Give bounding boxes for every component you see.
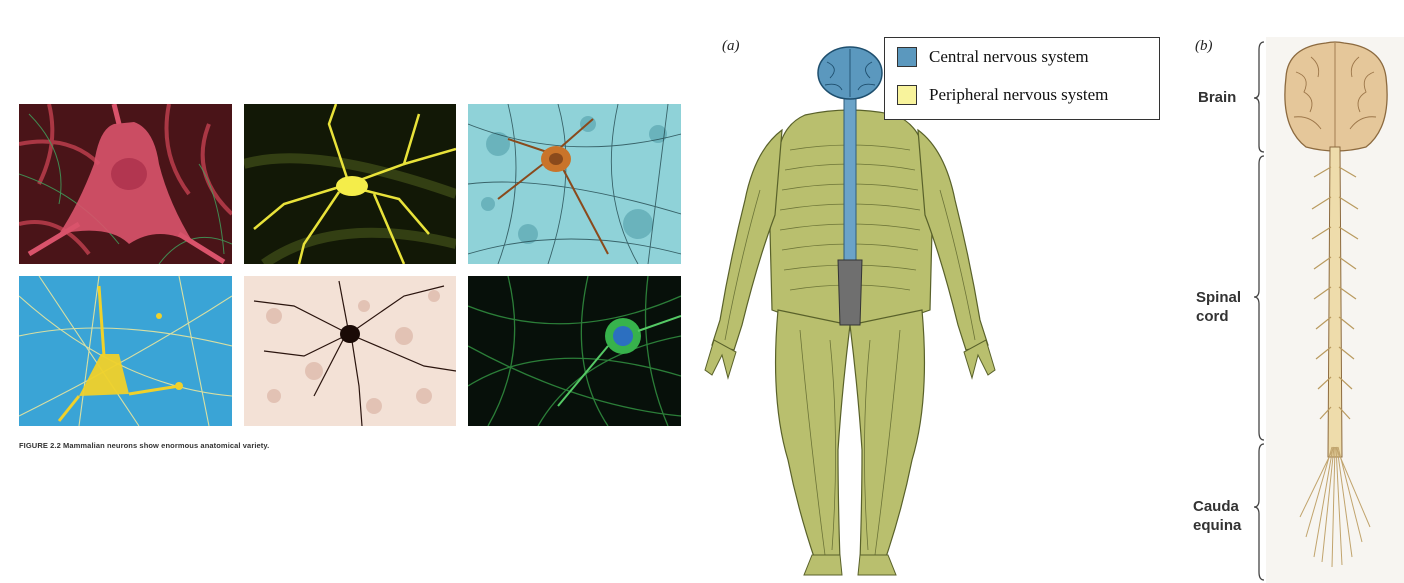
- neuron-cyan-image: [468, 104, 681, 264]
- neuron-micrograph-pink: [244, 276, 456, 426]
- brace-brain: [1253, 41, 1265, 153]
- legend: Central nervous system Peripheral nervou…: [884, 37, 1160, 120]
- legend-swatch-peripheral: [897, 85, 917, 105]
- region-label-cauda-line1: Cauda: [1193, 498, 1239, 515]
- region-label-spinal-cord: Spinal cord: [1196, 288, 1241, 326]
- neuron-micrograph-yellow: [244, 104, 456, 264]
- neuron-blue-image: [19, 276, 232, 426]
- region-label-spinal-line1: Spinal: [1196, 289, 1242, 306]
- figure-caption: FIGURE 2.2 Mammalian neurons show enormo…: [19, 441, 270, 450]
- neuron-micrograph-green: [468, 276, 681, 426]
- brace-cauda-equina: [1253, 443, 1265, 581]
- human-nervous-system-figure: [704, 46, 996, 576]
- neuron-micrograph-cyan: [468, 104, 681, 264]
- region-braces: [1253, 41, 1265, 581]
- region-label-cauda-equina: Cauda equina: [1193, 497, 1241, 535]
- brace-spinal-cord: [1253, 155, 1265, 441]
- legend-swatch-central: [897, 47, 917, 67]
- neuron-micrograph-blue: [19, 276, 232, 426]
- neuron-yellow-image: [244, 104, 456, 264]
- legend-item-peripheral: Peripheral nervous system: [897, 84, 1108, 106]
- panel-b-label: (b): [1195, 38, 1213, 54]
- neuron-micrograph-red: [19, 104, 232, 264]
- region-label-cauda-line2: equina: [1193, 517, 1242, 534]
- neuron-red-image: [19, 104, 232, 264]
- neuron-pink-image: [244, 276, 456, 426]
- legend-item-central: Central nervous system: [897, 46, 1089, 68]
- legend-label-peripheral: Peripheral nervous system: [929, 85, 1109, 104]
- neuron-green-image: [468, 276, 681, 426]
- region-label-spinal-line2: cord: [1196, 308, 1229, 325]
- panel-a-label: (a): [722, 38, 740, 54]
- brain-spinal-cord-figure: [1266, 37, 1404, 583]
- region-label-brain: Brain: [1198, 89, 1237, 106]
- legend-label-central: Central nervous system: [929, 47, 1089, 66]
